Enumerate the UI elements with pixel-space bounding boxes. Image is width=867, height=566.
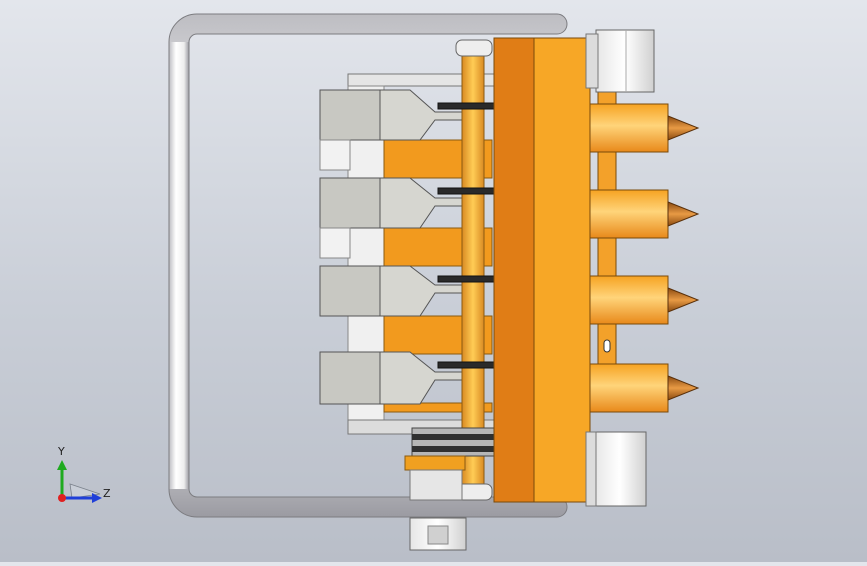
blade-row-3 bbox=[319, 265, 481, 317]
top-right-motor bbox=[585, 29, 655, 93]
drum-assembly-2 bbox=[589, 151, 700, 239]
x-axis-origin bbox=[58, 494, 66, 502]
z-axis-label: Z bbox=[103, 487, 111, 500]
axis-triad bbox=[57, 460, 102, 503]
y-axis-arrow bbox=[57, 460, 67, 470]
vertical-shaft bbox=[455, 39, 493, 501]
main-plates bbox=[493, 37, 591, 503]
drum-assembly-1 bbox=[589, 89, 700, 153]
bottom-right-motor bbox=[585, 431, 647, 507]
drum-assembly-3 bbox=[589, 237, 700, 325]
blade-row-4 bbox=[319, 351, 481, 405]
z-axis-arrow bbox=[92, 493, 102, 503]
y-axis-label: Y bbox=[57, 445, 65, 458]
blade-row-2 bbox=[319, 177, 481, 259]
drum-assembly-4 bbox=[589, 323, 700, 413]
blade-row-1 bbox=[319, 89, 481, 171]
bottom-motor bbox=[409, 517, 467, 551]
